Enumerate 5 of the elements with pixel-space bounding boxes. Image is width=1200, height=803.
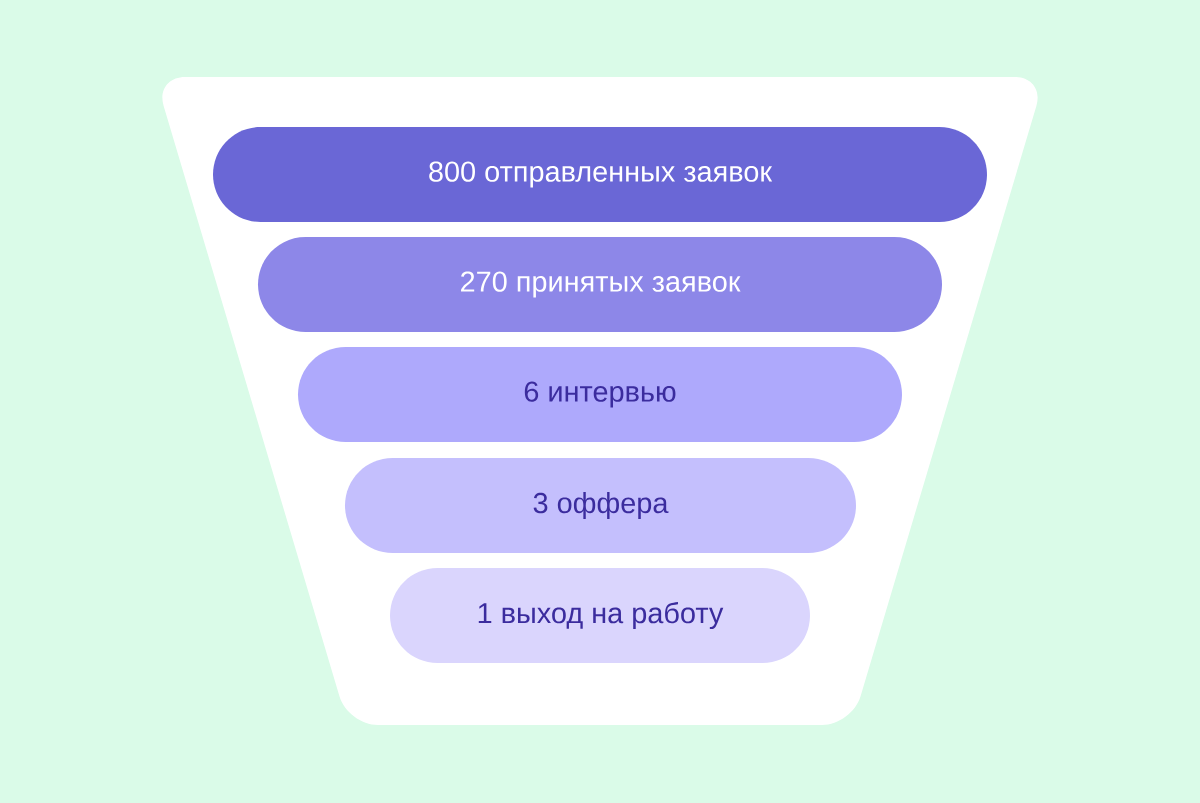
- stage-bar: 800 отправленных заявок: [213, 127, 987, 222]
- stage-bar: 1 выход на работу: [390, 568, 810, 663]
- stage-bar: 3 оффера: [345, 458, 856, 553]
- stage-bar: 270 принятых заявок: [258, 237, 942, 332]
- stage-bar: 6 интервью: [298, 347, 902, 442]
